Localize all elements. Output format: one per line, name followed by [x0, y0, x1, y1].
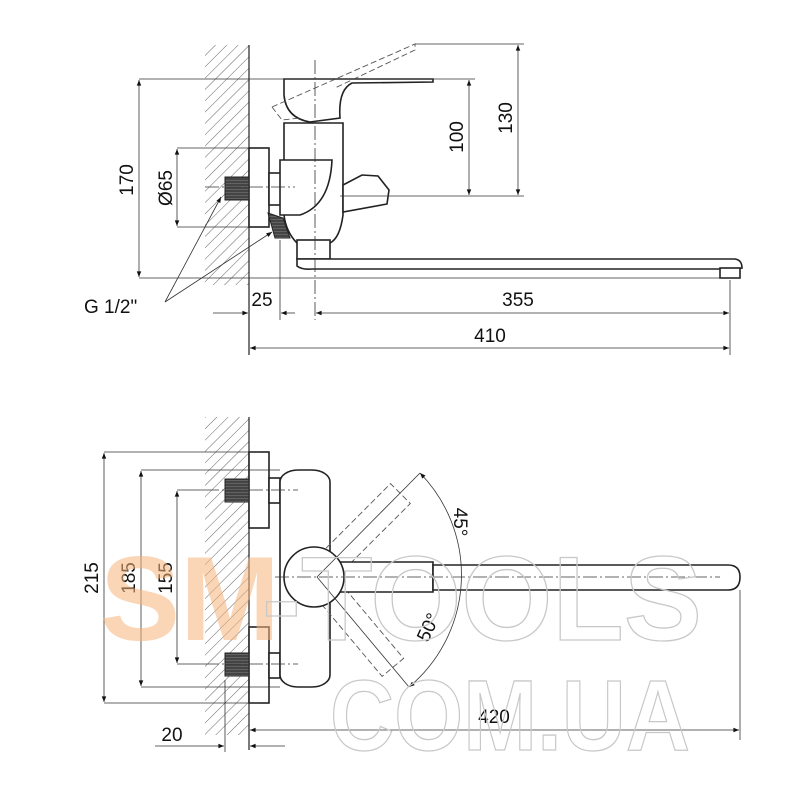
- dim-label-420: 420: [478, 707, 510, 728]
- thread-nipple-lower: [267, 212, 291, 239]
- wall-hatch: [205, 45, 249, 285]
- spout-rod: [432, 564, 741, 591]
- watermark-sm: SM: [100, 532, 280, 666]
- watermark: SM -TOOLS COM.UA: [100, 531, 703, 772]
- dim-label-355: 355: [502, 290, 534, 311]
- angle-label-45: 45°: [449, 508, 470, 537]
- dim-label-155: 155: [156, 562, 177, 594]
- angle-arc: [408, 472, 462, 688]
- top-view: 45° 50° 215 185 155 420 20: [82, 417, 741, 752]
- dim-label-215: 215: [82, 562, 103, 594]
- watermark-domain: COM.UA: [330, 660, 690, 772]
- watermark-tools: -TOOLS: [262, 532, 702, 666]
- dim-label-185: 185: [119, 562, 140, 594]
- connector-upper: [268, 477, 281, 504]
- dim-label-100: 100: [447, 121, 468, 153]
- lever-up-position: [306, 483, 411, 588]
- thread-leader: [164, 231, 273, 303]
- lever-raised-outline: [271, 43, 416, 121]
- thread-leader: [164, 196, 222, 303]
- thread-label: G 1/2": [84, 297, 137, 318]
- dim-label-20: 20: [161, 725, 182, 746]
- angle-ray: [316, 576, 410, 688]
- dim-label-170: 170: [117, 164, 138, 196]
- thread-nipple-lower: [224, 652, 250, 677]
- dim-label-25: 25: [251, 290, 272, 311]
- dim-label-65: Ø65: [156, 170, 177, 206]
- dim-label-130: 130: [496, 102, 517, 134]
- spout-base: [296, 239, 331, 260]
- thread-nipple: [224, 176, 250, 201]
- escutcheon-plate: [248, 147, 270, 228]
- thread-nipple-upper: [224, 478, 250, 503]
- dim-label-410: 410: [474, 326, 506, 347]
- side-view: 170 Ø65 100 130 25 355 410 G 1/2": [84, 43, 743, 355]
- spout-tube: [296, 258, 743, 270]
- lever-handle: [283, 78, 434, 123]
- angle-ray: [316, 472, 421, 578]
- cartridge-dome: [279, 159, 333, 216]
- aerator: [719, 267, 741, 279]
- diverter-button: [342, 174, 390, 213]
